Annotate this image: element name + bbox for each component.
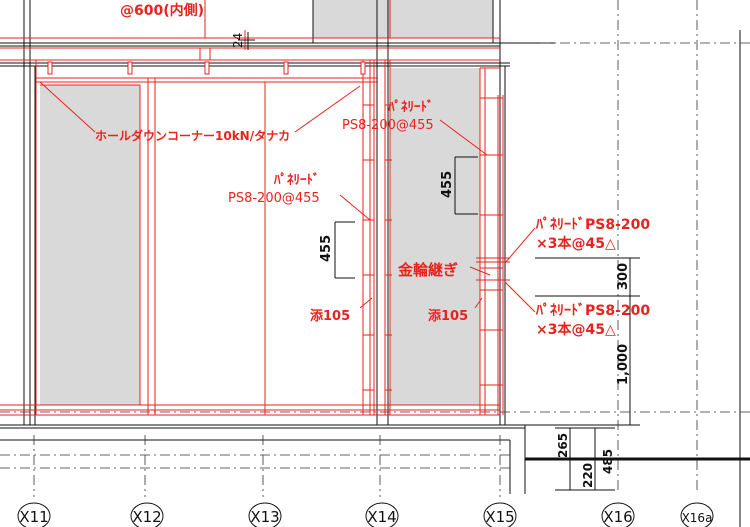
- grid-bubble-x12: [130, 502, 164, 527]
- panel-right: [390, 68, 480, 405]
- wall-panels: [40, 0, 493, 405]
- label-holddown: ホールダウンコーナー10kN/タナカ: [95, 128, 290, 143]
- label-dim-1000: 1,000: [616, 344, 631, 385]
- label-soe-left: 添105: [310, 308, 350, 324]
- grid-bubble-x15: [483, 502, 517, 527]
- label-x15-a-1: ﾊﾟﾈﾘｰﾄﾞPS8-200: [535, 216, 650, 233]
- panel-top-right: [313, 0, 493, 38]
- panel-left: [40, 85, 140, 405]
- label-panel-right-2: PS8-200@455: [342, 118, 434, 133]
- panel-mid-left: [158, 85, 363, 405]
- label-dim-455-left: 455: [319, 235, 334, 262]
- grid-bubble-x16: [601, 502, 635, 527]
- nail-ticks-x14: [363, 104, 392, 391]
- grid-bubble-x16a: [680, 502, 714, 527]
- grid-label-x11: X11: [19, 508, 48, 526]
- label-dim-300: 300: [616, 263, 631, 290]
- label-x15-b-2: ×3本@45△: [536, 321, 616, 338]
- label-panel-right-1: ﾊﾟﾈﾘｰﾄﾞ: [387, 99, 434, 115]
- label-soe-right: 添105: [428, 308, 468, 324]
- grid-bubbles: X11 X12 X13 X14 X15 X16 X16a: [17, 502, 714, 527]
- grid-label-x13: X13: [250, 508, 279, 526]
- label-kanawa: 金輪継ぎ: [397, 261, 458, 279]
- label-dim-455-right: 455: [440, 171, 455, 198]
- label-dim-265: 265: [556, 433, 570, 458]
- annotations: @600(内側) 24 ホールダウンコーナー10kN/タナカ ﾊﾟﾈﾘｰﾄﾞ P…: [95, 2, 650, 488]
- label-panel-left-2: PS8-200@455: [228, 191, 320, 206]
- red-framing: [0, 0, 536, 416]
- label-dim-485: 485: [601, 449, 615, 474]
- grid-bubble-x11: [17, 502, 51, 527]
- grid-label-x14: X14: [367, 508, 396, 526]
- grid-label-x12: X12: [132, 508, 161, 526]
- nail-ticks-x15: [480, 97, 503, 386]
- label-dim-220: 220: [581, 463, 595, 488]
- label-dim-24: 24: [231, 33, 245, 48]
- anchor-marks: [47, 47, 366, 75]
- label-top-note: @600(内側): [120, 2, 204, 19]
- label-x15-b-1: ﾊﾟﾈﾘｰﾄﾞPS8-200: [535, 302, 650, 319]
- grid-dashed-lines: [0, 0, 750, 497]
- grid-label-x16: X16: [603, 508, 632, 526]
- label-panel-left-1: ﾊﾟﾈﾘｰﾄﾞ: [273, 172, 320, 188]
- grid-label-x15: X15: [485, 508, 514, 526]
- grid-bubble-x13: [248, 502, 282, 527]
- dimension-lines: [238, 32, 640, 491]
- grid-bubble-x14: [365, 502, 399, 527]
- grid-label-x16a: X16a: [682, 511, 713, 525]
- label-x15-a-2: ×3本@45△: [536, 235, 616, 252]
